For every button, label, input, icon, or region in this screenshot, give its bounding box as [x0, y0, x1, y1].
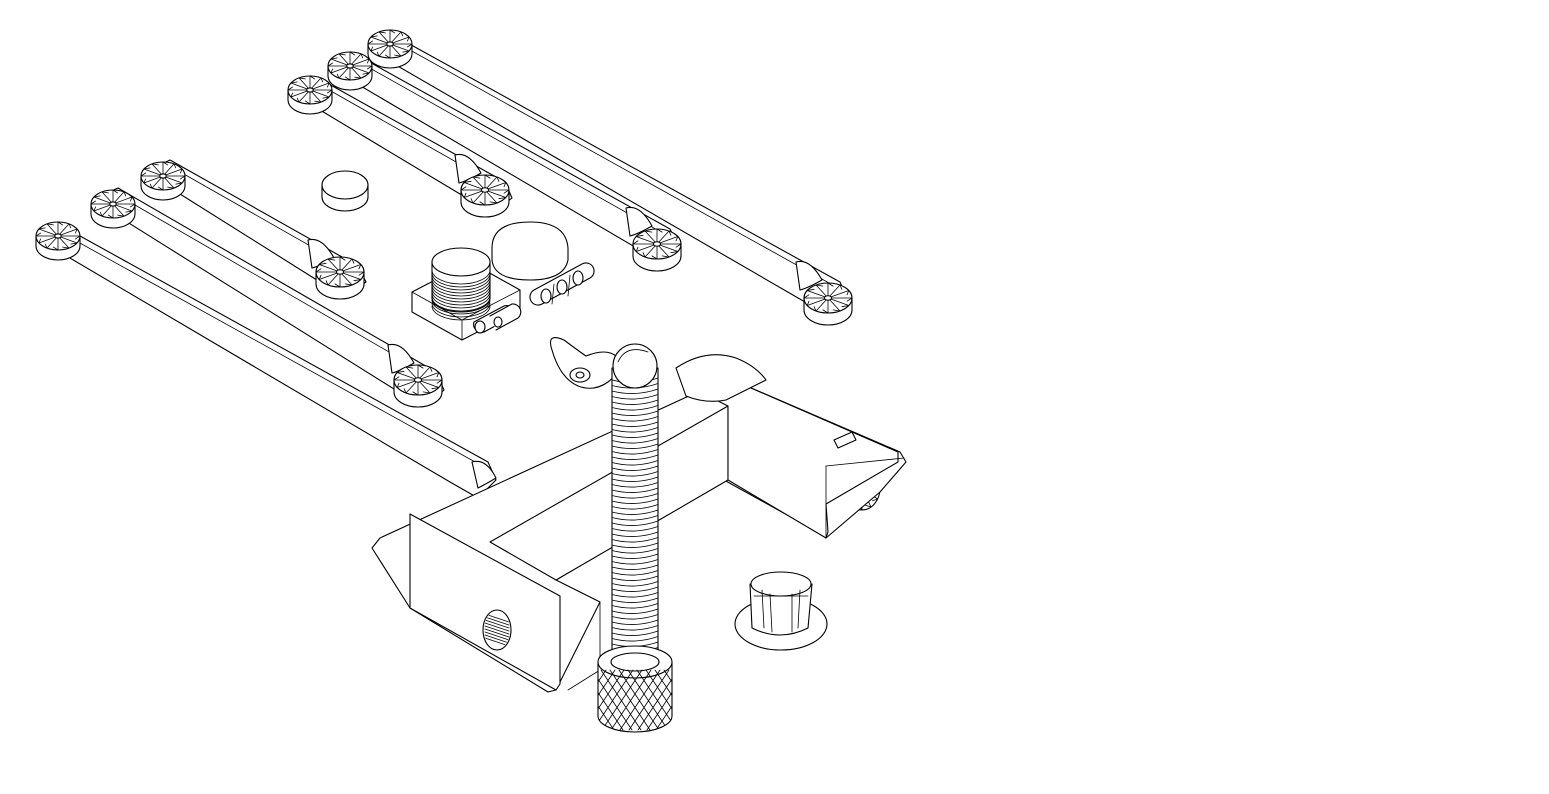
knob-thread-lines: [431, 269, 491, 321]
rosette-10: [315, 256, 365, 300]
threaded-hole-lines: [484, 613, 510, 647]
lower-arm-bar-1: [35, 225, 497, 499]
c-clamp-body: [371, 377, 907, 693]
loose-rosette: [321, 170, 369, 212]
threaded-knob-mount: [411, 247, 522, 341]
knurled-knob: [597, 645, 673, 733]
rosette-8: [632, 228, 682, 272]
clamp-top-rosette-mount: [675, 354, 767, 402]
rosette-11: [393, 364, 443, 408]
rosette-6: [35, 221, 81, 261]
rosette-1: [367, 29, 413, 69]
rosette-7: [803, 282, 853, 326]
wing-nut: [549, 337, 620, 389]
threaded-rod: [611, 343, 659, 655]
rosette-4: [140, 161, 186, 201]
rosette-2: [327, 51, 373, 91]
rosette-hinge-mount: [491, 221, 595, 306]
slotted-collar: [734, 571, 828, 651]
rosette-9: [460, 174, 510, 218]
rosette-3: [287, 75, 333, 115]
rosette-5: [90, 189, 136, 229]
